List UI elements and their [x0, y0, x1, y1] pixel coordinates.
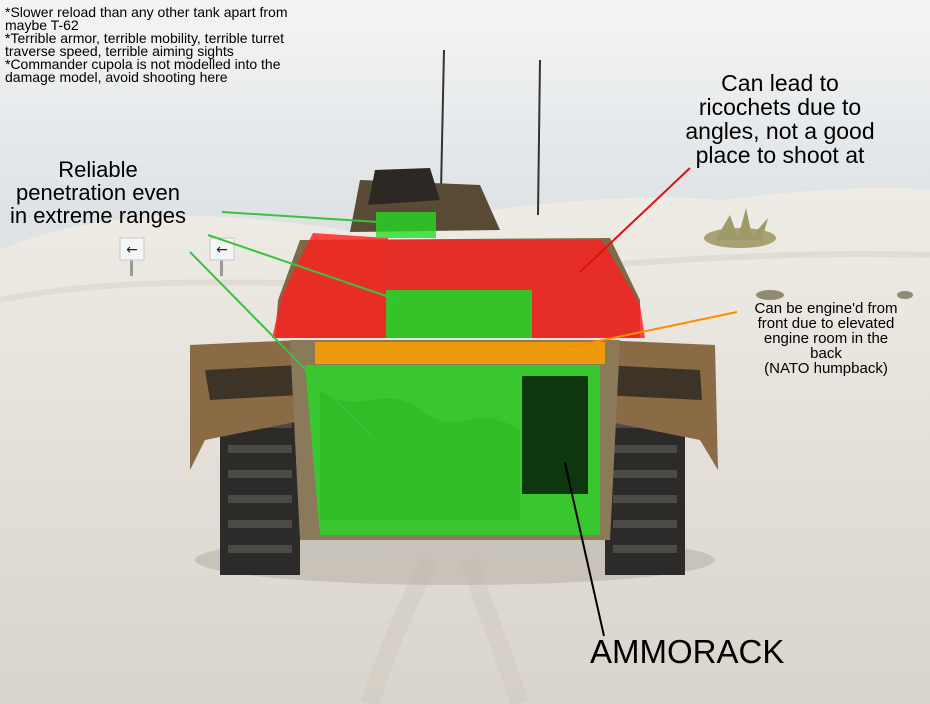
pointer-ricochet	[579, 167, 691, 273]
pointer-penetration-mantlet	[207, 234, 399, 301]
commander-cupola	[368, 168, 440, 205]
engine-label: Can be engine'd from front due to elevat…	[754, 300, 898, 377]
ammorack-zone	[522, 376, 588, 494]
mantlet-weakspot	[386, 290, 532, 338]
note-reload: *Slower reload than any other tank apart…	[5, 4, 288, 33]
pointer-penetration-hull	[189, 251, 373, 438]
road-sign-right: ←	[209, 237, 235, 276]
arrow-left-icon: ←	[126, 242, 138, 258]
zone-strong	[272, 233, 645, 338]
ammorack-label: AMMORACK	[590, 633, 785, 670]
shrub	[704, 208, 776, 248]
road-sign-left: ←	[119, 237, 145, 276]
note-cupola: *Commander cupola is not modelled into t…	[5, 56, 281, 85]
antenna	[537, 59, 541, 216]
rock	[756, 290, 784, 300]
rock	[897, 291, 913, 299]
arrow-left-icon: ←	[216, 242, 228, 258]
ricochet-label: Can lead to ricochets due to angles, not…	[685, 70, 875, 168]
notes-list: *Slower reload than any other tank apart…	[5, 4, 325, 85]
note-armor: *Terrible armor, terrible mobility, terr…	[5, 30, 285, 59]
turret-roof-center	[386, 240, 532, 290]
pointer-ammorack	[564, 462, 605, 637]
turret-cheek-left	[272, 233, 388, 338]
turret-cheek-right	[532, 240, 645, 338]
sight-weakspot	[376, 212, 436, 238]
engine-zone	[315, 342, 605, 364]
pointer-engine	[564, 311, 738, 349]
antenna	[440, 49, 445, 191]
pointer-penetration-sight	[221, 211, 379, 223]
penetration-label: Reliable penetration even in extreme ran…	[9, 157, 187, 228]
